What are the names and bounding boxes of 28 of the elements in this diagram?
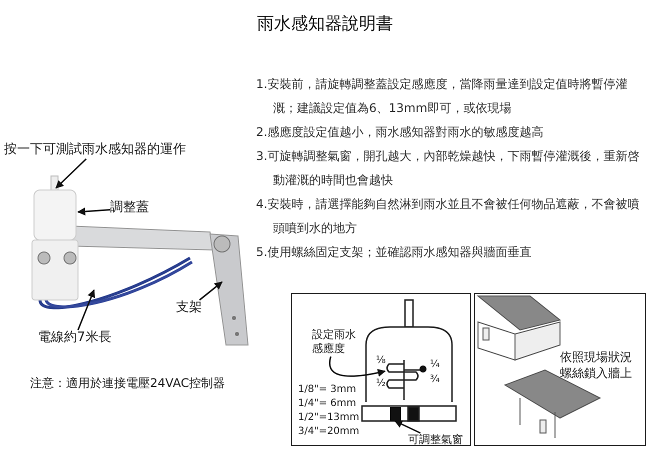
conversion-text: 1/4"= 6mm: [298, 399, 356, 409]
callout-text: 電線約7米長: [38, 330, 112, 347]
instruction-text: 1.安裝前，請旋轉調整蓋設定感應度，當降雨量達到設定值時將暫停灌溉；建議設定值為6、13mm即可，或依現場: [256, 76, 628, 117]
conversion-text: 1/8"= 3mm: [298, 385, 356, 395]
callout-text: 設定雨水感應度: [312, 328, 358, 357]
note-text: 注意：適用於連接電壓24VAC控制器: [30, 376, 226, 392]
leader-arrow: [199, 281, 223, 301]
instruction-text: 5.使用螺絲固定支架；並確認雨水感知器與牆面垂直: [256, 244, 532, 261]
leader-arrow: [55, 158, 87, 189]
callout-text: 可調整氣窗: [408, 433, 463, 448]
leader-arrow: [77, 289, 96, 330]
mounting-text: 依照現場狀況螺絲鎖入牆上: [560, 350, 633, 382]
callout-text: 按一下可測試雨水感知器的運作: [4, 142, 186, 159]
instruction-text: 3.可旋轉調整氣窗，開孔越大，內部乾燥越快，下雨暫停灌溉後，重新啓動灌溉的時間也會越快: [256, 148, 640, 189]
callout-text: 支架: [176, 300, 202, 317]
instruction-text: 2.感應度設定值越小，雨水感知器對雨水的敏感度越高: [256, 124, 544, 141]
instruction-text: 4.安裝時，請選擇能夠自然淋到雨水並且不會被任何物品遮蔽，不會被噴頭噴到水的地方: [256, 196, 640, 237]
conversion-text: 3/4"=20mm: [298, 427, 360, 437]
air-vent-window: [390, 407, 401, 421]
dial-mark: ¼: [430, 360, 440, 370]
dial-mark: ¾: [430, 375, 440, 385]
conversion-text: 1/2"=13mm: [298, 413, 360, 423]
dial-mark: ½: [376, 379, 386, 389]
callout-text: 調整蓋: [110, 200, 149, 217]
leader-arrow: [329, 356, 386, 377]
leader-arrow: [77, 208, 110, 216]
dial-mark: ⅛: [376, 356, 386, 366]
title: 雨水感知器說明書: [256, 13, 394, 35]
